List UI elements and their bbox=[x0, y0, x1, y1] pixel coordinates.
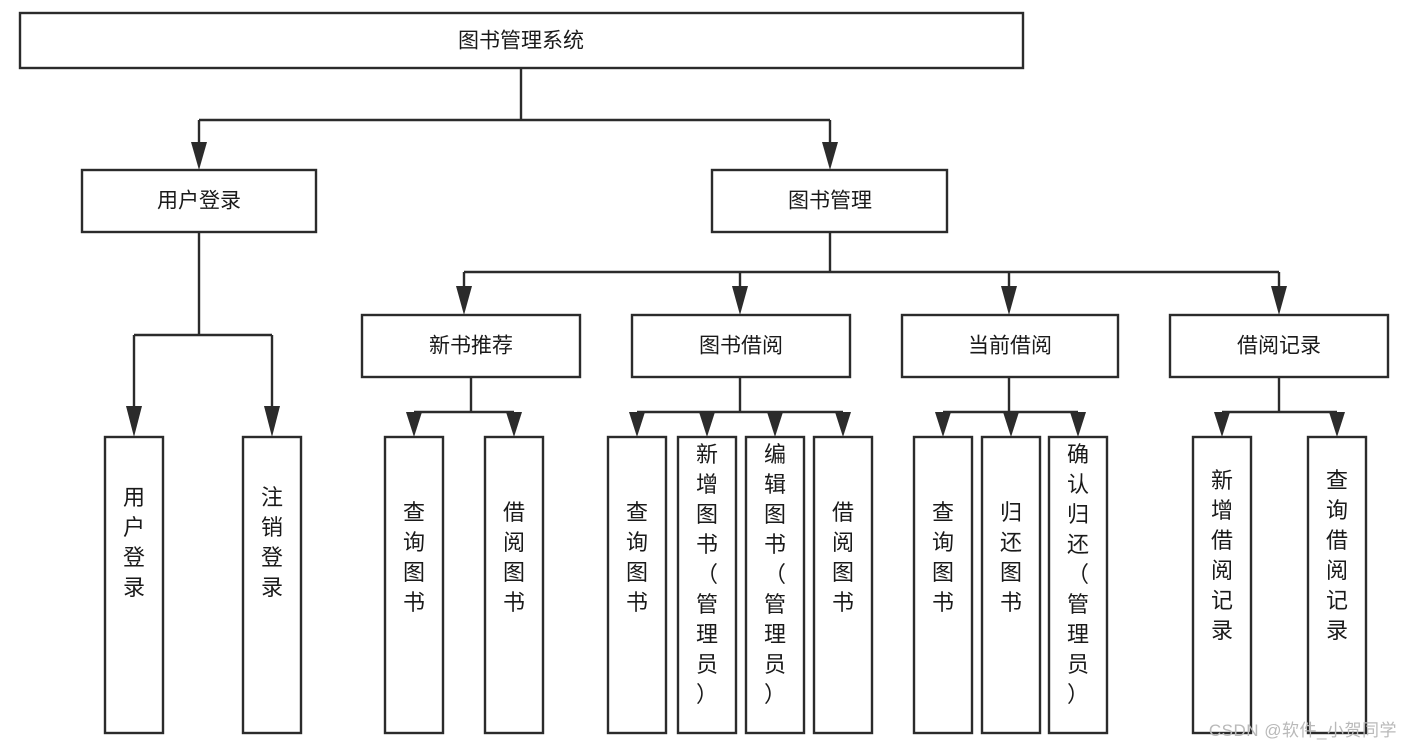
node-leaf-add-book-label: 新增图书（管理员） bbox=[696, 442, 718, 707]
node-user-login-label: 用户登录 bbox=[157, 190, 241, 213]
node-leaf-add-book[interactable]: 新增图书（管理员） bbox=[676, 435, 738, 735]
arrow-br-leaf-2-icon bbox=[1329, 412, 1345, 437]
node-book-management-box[interactable] bbox=[710, 168, 949, 234]
node-current-borrow-box[interactable] bbox=[900, 313, 1120, 379]
node-leaf-query-book-2[interactable]: 查询图书 bbox=[606, 435, 668, 735]
node-leaf-query-record-box[interactable] bbox=[1306, 435, 1368, 735]
arrow-root-to-user-login-icon bbox=[191, 142, 207, 170]
arrow-bm-to-new-book-icon bbox=[456, 286, 472, 315]
csdn-watermark: CSDN @软件_小贺同学 bbox=[1208, 721, 1397, 740]
node-borrow-record-label: 借阅记录 bbox=[1237, 335, 1321, 358]
node-leaf-query-book-3-label: 查询图书 bbox=[932, 500, 954, 615]
arrow-bm-to-book-borrow-icon bbox=[732, 286, 748, 315]
node-leaf-user-login[interactable]: 用户登录 bbox=[103, 435, 165, 735]
node-new-book-recommend[interactable]: 新书推荐 bbox=[360, 313, 582, 379]
node-leaf-query-book-1-label: 查询图书 bbox=[403, 500, 425, 615]
node-borrow-record-box[interactable] bbox=[1168, 313, 1390, 379]
node-leaf-add-record[interactable]: 新增借阅记录 bbox=[1191, 435, 1253, 735]
node-leaf-borrow-book-1-label: 借阅图书 bbox=[503, 500, 525, 615]
node-book-borrow-box[interactable] bbox=[630, 313, 852, 379]
arrow-cb-leaf-2-icon bbox=[1003, 412, 1019, 437]
arrow-bb-leaf-2-icon bbox=[699, 412, 715, 437]
node-leaf-query-book-3-box[interactable] bbox=[912, 435, 974, 735]
node-book-borrow[interactable]: 图书借阅 bbox=[630, 313, 852, 379]
node-leaf-user-login-label: 用户登录 bbox=[123, 485, 145, 600]
node-leaf-confirm-return-box[interactable] bbox=[1047, 435, 1109, 735]
node-leaf-logout-login[interactable]: 注销登录 bbox=[241, 435, 303, 735]
node-leaf-add-record-box[interactable] bbox=[1191, 435, 1253, 735]
node-leaf-query-book-1-box[interactable] bbox=[383, 435, 445, 735]
connector-group-current-borrow bbox=[935, 377, 1086, 437]
node-leaf-query-book-3[interactable]: 查询图书 bbox=[912, 435, 974, 735]
node-book-borrow-label: 图书借阅 bbox=[699, 335, 783, 358]
node-leaf-user-login-box[interactable] bbox=[103, 435, 165, 735]
connector-group-book-management bbox=[456, 232, 1287, 315]
arrow-bb-leaf-3-icon bbox=[767, 412, 783, 437]
node-leaf-add-record-label: 新增借阅记录 bbox=[1211, 468, 1233, 643]
arrow-user-login-leaf-1-icon bbox=[126, 406, 142, 437]
arrow-bm-to-current-borrow-icon bbox=[1001, 286, 1017, 315]
node-root-label: 图书管理系统 bbox=[458, 30, 584, 53]
node-leaf-borrow-book-1-box[interactable] bbox=[483, 435, 545, 735]
node-leaf-query-record[interactable]: 查询借阅记录 bbox=[1306, 435, 1368, 735]
node-root[interactable]: 图书管理系统 bbox=[18, 11, 1025, 70]
node-leaf-edit-book-label: 编辑图书（管理员） bbox=[764, 442, 786, 707]
arrow-root-to-book-management-icon bbox=[822, 142, 838, 170]
node-leaf-logout-login-box[interactable] bbox=[241, 435, 303, 735]
node-leaf-borrow-book-2-box[interactable] bbox=[812, 435, 874, 735]
connector-group-new-book-recommend bbox=[406, 377, 522, 437]
connector-group-user-login bbox=[126, 232, 280, 437]
node-leaf-confirm-return[interactable]: 确认归还（管理员） bbox=[1047, 435, 1109, 735]
node-leaf-borrow-book-1[interactable]: 借阅图书 bbox=[483, 435, 545, 735]
node-leaf-edit-book[interactable]: 编辑图书（管理员） bbox=[744, 435, 806, 735]
node-leaf-query-record-label: 查询借阅记录 bbox=[1326, 468, 1348, 643]
node-leaf-borrow-book-2[interactable]: 借阅图书 bbox=[812, 435, 874, 735]
node-new-book-recommend-box[interactable] bbox=[360, 313, 582, 379]
node-current-borrow[interactable]: 当前借阅 bbox=[900, 313, 1120, 379]
node-root-box[interactable] bbox=[18, 11, 1025, 70]
node-new-book-recommend-label: 新书推荐 bbox=[429, 335, 513, 358]
node-leaf-query-book-2-label: 查询图书 bbox=[626, 500, 648, 615]
node-leaf-borrow-book-2-label: 借阅图书 bbox=[832, 500, 854, 615]
node-leaf-add-book-box[interactable] bbox=[676, 435, 738, 735]
arrow-cb-leaf-3-icon bbox=[1070, 412, 1086, 437]
connector-group-book-borrow bbox=[629, 377, 851, 437]
arrow-bm-to-borrow-record-icon bbox=[1271, 286, 1287, 315]
arrow-nbr-leaf-1-icon bbox=[406, 412, 422, 437]
node-leaf-return-book[interactable]: 归还图书 bbox=[980, 435, 1042, 735]
node-leaf-edit-book-box[interactable] bbox=[744, 435, 806, 735]
node-user-login-box[interactable] bbox=[80, 168, 318, 234]
node-book-management-label: 图书管理 bbox=[788, 190, 872, 213]
node-current-borrow-label: 当前借阅 bbox=[968, 335, 1052, 358]
arrow-br-leaf-1-icon bbox=[1214, 412, 1230, 437]
node-leaf-query-book-1[interactable]: 查询图书 bbox=[383, 435, 445, 735]
node-leaf-return-book-box[interactable] bbox=[980, 435, 1042, 735]
node-book-management[interactable]: 图书管理 bbox=[710, 168, 949, 234]
connector-group-borrow-record bbox=[1214, 377, 1345, 437]
arrow-user-login-leaf-2-icon bbox=[264, 406, 280, 437]
node-leaf-confirm-return-label: 确认归还（管理员） bbox=[1067, 442, 1089, 707]
connector-group-root bbox=[191, 68, 838, 170]
arrow-cb-leaf-1-icon bbox=[935, 412, 951, 437]
arrow-nbr-leaf-2-icon bbox=[506, 412, 522, 437]
node-leaf-query-book-2-box[interactable] bbox=[606, 435, 668, 735]
node-leaf-logout-login-label: 注销登录 bbox=[261, 485, 283, 600]
node-leaf-return-book-label: 归还图书 bbox=[1000, 500, 1022, 615]
node-user-login[interactable]: 用户登录 bbox=[80, 168, 318, 234]
arrow-bb-leaf-1-icon bbox=[629, 412, 645, 437]
arrow-bb-leaf-4-icon bbox=[835, 412, 851, 437]
node-borrow-record[interactable]: 借阅记录 bbox=[1168, 313, 1390, 379]
